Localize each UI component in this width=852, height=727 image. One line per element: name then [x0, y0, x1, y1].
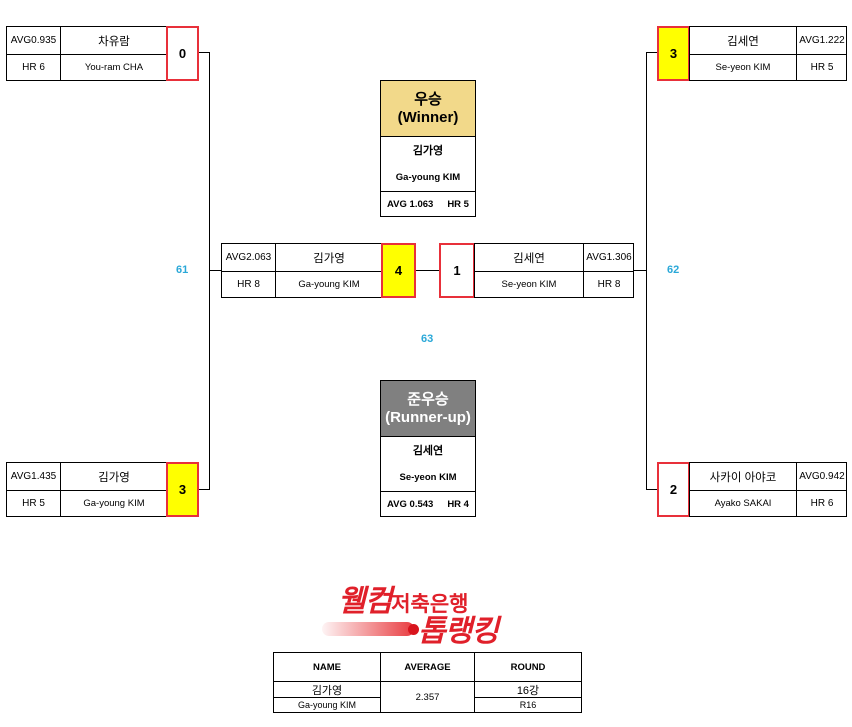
winner-header: 우승 (Winner)	[381, 81, 475, 137]
table-cell-name-ko: 김가영	[311, 684, 343, 697]
winner-name-ko: 김가영	[412, 145, 444, 157]
result-table: NAME AVERAGE ROUND 김가영 Ga-young KIM 2.35…	[273, 652, 582, 713]
player-hr: HR 5	[810, 62, 834, 73]
score-box: 2	[657, 462, 690, 517]
runner-up-panel: 준우승 (Runner-up) 김세연 Se-yeon KIM AVG 0.54…	[380, 380, 476, 517]
runner-up-hr: HR 4	[447, 498, 469, 510]
runner-up-avg: AVG 0.543	[387, 498, 434, 510]
bracket-line	[646, 52, 657, 53]
match-number-left: 61	[176, 264, 189, 276]
runner-up-title-ko: 준우승	[407, 390, 449, 408]
player-name-ko: 김가영	[313, 252, 345, 265]
bracket-line	[646, 52, 647, 490]
table-cell-round-ko: 16강	[516, 684, 540, 697]
logo-brand: 웰컴	[338, 585, 392, 618]
sponsor-logo: 웰컴저축은행 톱랭킹	[320, 574, 530, 648]
player-avg: AVG0.942	[799, 471, 845, 482]
player-name-en: Se-yeon KIM	[715, 62, 771, 73]
player-name-en: Se-yeon KIM	[501, 279, 557, 290]
player-name-en: Ayako SAKAI	[714, 498, 772, 509]
player-card-bottom-left: AVG1.435 HR 5 김가영 Ga-young KIM	[6, 462, 167, 517]
player-hr: HR 8	[597, 279, 621, 290]
winner-hr: HR 5	[447, 198, 469, 210]
bracket-line	[198, 489, 210, 490]
final-card-right: 김세연 Se-yeon KIM AVG1.306 HR 8	[474, 243, 634, 298]
score-box-winner: 4	[381, 243, 416, 298]
winner-panel: 우승 (Winner) 김가영 Ga-young KIM AVG 1.063 H…	[380, 80, 476, 217]
table-header-round: ROUND	[510, 661, 546, 673]
table-cell-round-en: R16	[519, 700, 537, 710]
player-avg: AVG1.306	[586, 252, 632, 263]
player-name-en: Ga-young KIM	[83, 498, 145, 509]
player-name-en: You-ram CHA	[84, 62, 144, 73]
player-name-ko: 차유람	[98, 35, 130, 48]
player-card-top-left: AVG0.935 HR 6 차유람 You-ram CHA	[6, 26, 167, 81]
logo-line-2: 톱랭킹	[418, 615, 499, 648]
player-avg: AVG1.222	[799, 35, 845, 46]
winner-title-en: (Winner)	[397, 108, 459, 126]
player-name-ko: 김세연	[513, 252, 545, 265]
logo-swoosh	[322, 622, 414, 636]
player-avg: AVG2.063	[225, 252, 272, 263]
runner-up-name-ko: 김세연	[412, 445, 444, 457]
winner-title-ko: 우승	[414, 90, 442, 108]
player-hr: HR 6	[22, 62, 45, 73]
bracket-line	[633, 270, 647, 271]
table-cell-name-en: Ga-young KIM	[297, 700, 357, 710]
player-name-ko: 김세연	[727, 35, 759, 48]
player-name-en: Ga-young KIM	[298, 279, 360, 290]
player-hr: HR 6	[810, 498, 834, 509]
player-name-ko: 사카이 아야코	[709, 471, 777, 484]
bracket-line	[198, 52, 210, 53]
player-card-top-right: 김세연 Se-yeon KIM AVG1.222 HR 5	[689, 26, 847, 81]
player-hr: HR 5	[22, 498, 45, 509]
runner-up-name-en: Se-yeon KIM	[399, 472, 457, 483]
player-name-ko: 김가영	[98, 471, 130, 484]
player-hr: HR 8	[237, 279, 260, 290]
final-card-left: AVG2.063 HR 8 김가영 Ga-young KIM	[221, 243, 382, 298]
bracket-line	[209, 270, 222, 271]
winner-stats: AVG 1.063 HR 5	[381, 191, 475, 216]
player-avg: AVG0.935	[10, 35, 57, 46]
bracket-line	[209, 52, 210, 490]
logo-bank: 저축은행	[391, 593, 469, 616]
table-header-average: AVERAGE	[404, 661, 451, 673]
score-box: 1	[439, 243, 475, 298]
logo-dot	[408, 624, 419, 635]
logo-line-1: 웰컴저축은행	[338, 576, 468, 620]
match-number-right: 62	[667, 264, 680, 276]
player-avg: AVG1.435	[10, 471, 57, 482]
bracket-line	[646, 489, 657, 490]
winner-avg: AVG 1.063	[387, 198, 434, 210]
bracket-line	[415, 270, 439, 271]
winner-name-en: Ga-young KIM	[395, 172, 461, 183]
score-box: 0	[166, 26, 199, 81]
runner-up-title-en: (Runner-up)	[385, 408, 471, 426]
score-box-winner: 3	[657, 26, 690, 81]
match-number-final: 63	[421, 333, 434, 345]
table-header-name: NAME	[313, 661, 341, 673]
table-cell-average: 2.357	[415, 691, 440, 703]
runner-up-stats: AVG 0.543 HR 4	[381, 491, 475, 516]
score-box-winner: 3	[166, 462, 199, 517]
runner-up-header: 준우승 (Runner-up)	[381, 381, 475, 437]
player-card-bottom-right: 사카이 아야코 Ayako SAKAI AVG0.942 HR 6	[689, 462, 847, 517]
